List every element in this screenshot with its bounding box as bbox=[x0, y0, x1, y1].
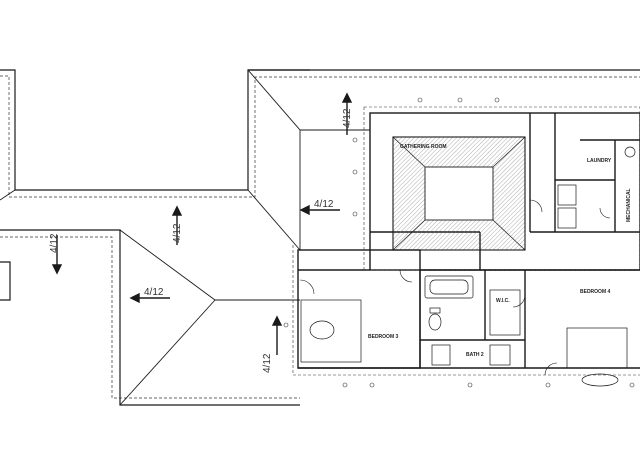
building-walls bbox=[297, 112, 640, 369]
door-swings bbox=[299, 199, 611, 376]
room-label-bedroom3: BEDROOM 3 bbox=[368, 334, 399, 340]
pitch-label: 4/12 bbox=[172, 223, 183, 243]
pitch-label: 4/12 bbox=[314, 199, 334, 210]
building-dashed-walls bbox=[292, 106, 640, 376]
roof-outline bbox=[0, 69, 640, 406]
pitch-arrows bbox=[51, 92, 353, 355]
roof-dashed-outline bbox=[0, 75, 640, 399]
roof-hip-lines bbox=[0, 69, 370, 406]
pitch-label: 4/12 bbox=[144, 287, 164, 298]
room-label-laundry: LAUNDRY bbox=[587, 158, 612, 164]
room-label-gathering: GATHERING ROOM bbox=[400, 144, 447, 150]
room-label-bedroom4: BEDROOM 4 bbox=[580, 289, 611, 295]
room-label-wic: W.I.C. bbox=[496, 298, 510, 304]
pitch-label: 4/12 bbox=[342, 108, 353, 128]
pitch-label: 4/12 bbox=[262, 353, 273, 373]
fixtures bbox=[300, 146, 636, 387]
pitch-label: 4/12 bbox=[49, 233, 60, 253]
coffered-ceiling bbox=[392, 136, 526, 251]
light-symbols bbox=[283, 97, 635, 388]
room-label-mechanical: MECHANICAL bbox=[626, 188, 632, 222]
room-label-bath2: BATH 2 bbox=[466, 352, 484, 358]
